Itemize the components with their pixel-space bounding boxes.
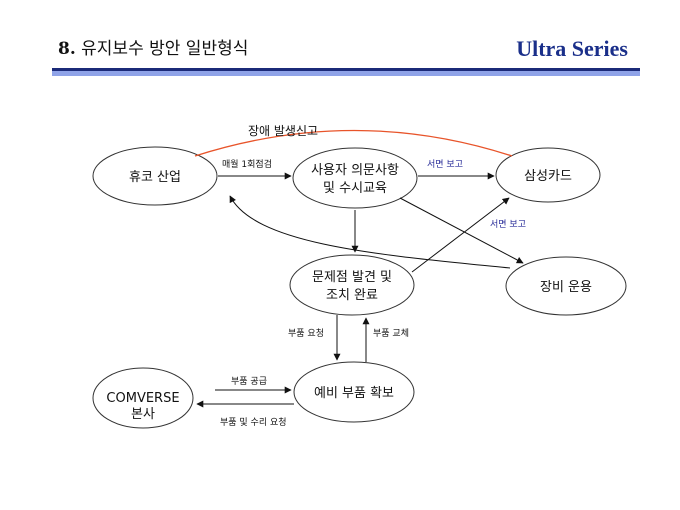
edge-parts-repair-request-label: 부품 및 수리 요청 xyxy=(220,416,287,428)
edge-failure-report-label: 장애 발생신고 xyxy=(248,124,318,138)
edge-parts-request-label: 부품 요청 xyxy=(288,328,324,339)
edge-written-report-2 xyxy=(411,197,510,273)
edge-written-report-1-label: 서면 보고 xyxy=(427,159,463,170)
node-user-label-2: 및 수시교육 xyxy=(323,181,387,196)
page-title: 8. 유지보수 방안 일반형식 xyxy=(58,34,248,59)
node-user-label-1: 사용자 의문사항 xyxy=(311,163,399,178)
edge-user-to-equipment xyxy=(399,197,524,264)
node-equipment-operation: 장비 운용 xyxy=(505,256,627,316)
node-equipment-label: 장비 운용 xyxy=(540,280,592,295)
node-problem-label-1: 문제점 발견 및 xyxy=(312,270,392,285)
node-comverse-label-1: COMVERSE xyxy=(106,391,179,406)
node-hugo-label: 휴코 산업 xyxy=(129,170,181,185)
node-spare-parts: 예비 부품 확보 xyxy=(293,361,415,423)
section-number: 8. xyxy=(58,39,76,59)
header-rule-dark xyxy=(52,68,640,71)
header-rule-light xyxy=(52,71,640,76)
node-samsung-label: 삼성카드 xyxy=(524,169,572,184)
edge-failure-report xyxy=(194,129,513,157)
edge-equipment-to-hugo xyxy=(229,195,511,269)
edge-parts-supply-label: 부품 공급 xyxy=(231,376,267,387)
node-comverse-hq: COMVERSE 본사 xyxy=(92,367,194,429)
node-spare-label: 예비 부품 확보 xyxy=(314,386,394,401)
edge-parts-replace-label: 부품 교체 xyxy=(373,328,409,339)
node-comverse-label-2: 본사 xyxy=(131,407,155,422)
section-title: 유지보수 방안 일반형식 xyxy=(81,39,249,59)
node-hugo: 휴코 산업 xyxy=(92,146,218,206)
node-problem-resolved: 문제점 발견 및 조치 완료 xyxy=(289,254,415,316)
node-samsung-card: 삼성카드 xyxy=(495,147,601,203)
brand-logo: Ultra Series xyxy=(516,36,628,61)
node-problem-label-2: 조치 완료 xyxy=(326,288,378,303)
edge-written-report-2-label: 서면 보고 xyxy=(490,219,526,230)
node-user-questions: 사용자 의문사항 및 수시교육 xyxy=(292,147,418,209)
edge-monthly-check-label: 매월 1회점검 xyxy=(222,158,272,170)
